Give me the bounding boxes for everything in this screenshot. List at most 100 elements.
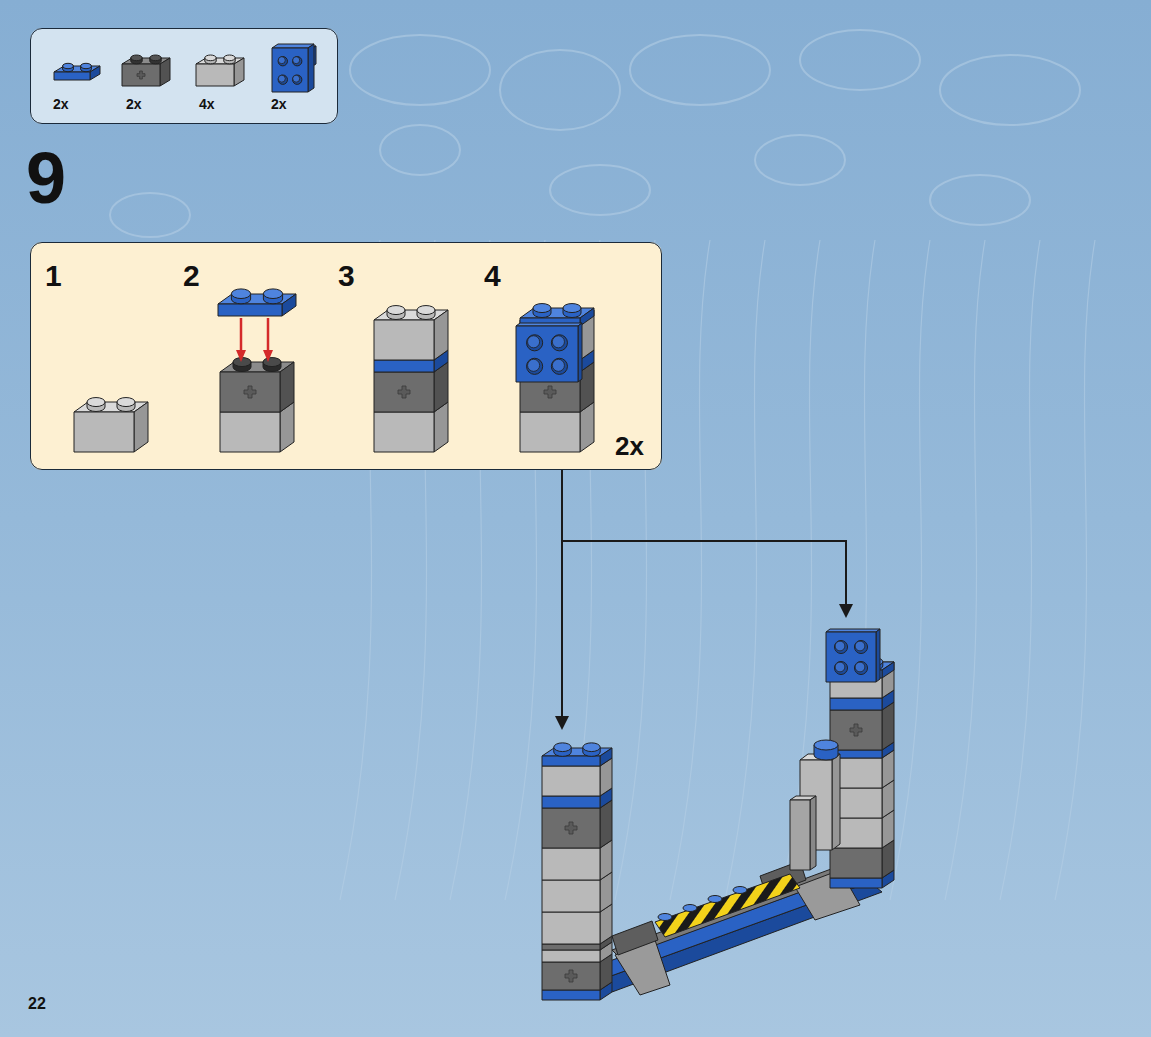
stud-top <box>533 304 551 313</box>
brick-front <box>122 64 160 86</box>
brick-front <box>196 64 234 86</box>
stud <box>278 75 287 84</box>
brick-front <box>826 632 876 682</box>
axle-hole <box>137 71 145 79</box>
stud <box>551 358 567 374</box>
parts-icons <box>54 44 316 92</box>
texture-line <box>890 240 930 900</box>
axle-hole <box>565 822 577 834</box>
stud-face <box>552 336 564 348</box>
stud <box>293 57 302 66</box>
stud-top <box>554 743 571 752</box>
brick-front <box>520 412 580 452</box>
stud-top <box>387 306 405 315</box>
brick-front <box>516 326 578 382</box>
brick-front <box>74 412 134 452</box>
brick-front <box>220 372 280 412</box>
brick-side <box>876 629 880 682</box>
page-number: 22 <box>28 996 46 1012</box>
brick-front <box>218 304 282 316</box>
substep-number: 3 <box>338 261 355 291</box>
substep-2-assembly <box>218 289 296 452</box>
final-model <box>542 629 894 1000</box>
stud <box>708 896 722 903</box>
brick-front <box>54 72 90 80</box>
multiplier: 2x <box>615 433 644 459</box>
brick-front <box>542 808 600 848</box>
part-count: 2x <box>126 97 142 111</box>
part-count: 4x <box>199 97 215 111</box>
axle-hole <box>565 970 577 982</box>
placement-arrowhead <box>839 604 853 618</box>
stud-top <box>263 358 281 367</box>
brick-side <box>282 294 296 316</box>
round-brick-top <box>814 740 838 750</box>
texture-line <box>725 240 765 900</box>
texture-line <box>780 240 820 900</box>
brick-side <box>810 796 816 870</box>
brick-side <box>578 323 582 382</box>
stud-top <box>150 55 161 61</box>
brick-front <box>830 848 882 878</box>
hazard-stripe <box>655 874 800 937</box>
brick-side <box>134 402 148 452</box>
stud-top <box>417 306 435 315</box>
stud-face <box>855 662 865 672</box>
stud-face <box>855 641 865 651</box>
brick-side <box>882 662 894 678</box>
stud-top <box>263 289 282 299</box>
texture-blob <box>350 35 490 105</box>
stud-face <box>835 662 845 672</box>
stud-face <box>528 359 540 371</box>
brick-front <box>830 698 882 710</box>
panel-fills <box>30 28 662 470</box>
assembly-arrowhead <box>263 350 273 362</box>
stud-face <box>835 641 845 651</box>
axle-hole <box>544 386 556 398</box>
brick-front <box>830 878 882 888</box>
substep-number: 4 <box>484 261 501 291</box>
stud-top <box>81 63 92 68</box>
substep-3-assembly <box>374 306 448 452</box>
texture-blob <box>550 165 650 215</box>
texture-blob <box>630 35 770 105</box>
substep-number: 1 <box>45 261 62 291</box>
brick-front <box>542 990 600 1000</box>
placement-arrowhead <box>555 716 569 730</box>
stud-top <box>131 55 142 61</box>
parts-list-box: 2x2x4x2x <box>30 28 338 124</box>
stud <box>278 57 287 66</box>
brick-side <box>832 754 840 850</box>
texture-blob <box>930 175 1030 225</box>
stud <box>527 358 543 374</box>
brick-front <box>542 912 600 944</box>
stud-top <box>87 398 105 407</box>
brick-side <box>280 362 294 412</box>
stud-face <box>278 75 285 82</box>
stud <box>527 335 543 351</box>
stud <box>293 75 302 84</box>
brick-side <box>234 58 244 86</box>
stud <box>551 335 567 351</box>
stud-top <box>63 63 74 68</box>
texture-line <box>945 240 985 900</box>
stud-face <box>528 336 540 348</box>
stud <box>855 662 868 675</box>
texture-line <box>1055 240 1095 900</box>
stud <box>683 905 697 912</box>
panel-fill <box>30 28 338 124</box>
brick-front <box>542 766 600 796</box>
texture-blob <box>940 55 1080 125</box>
brick-front <box>374 372 434 412</box>
stud-top <box>117 398 135 407</box>
subassembly-panel: 12342x <box>30 242 662 470</box>
texture-blob <box>380 125 460 175</box>
brick-side <box>600 748 612 766</box>
texture-blob <box>800 30 920 90</box>
brick-side <box>160 58 170 86</box>
brick-front <box>542 880 600 912</box>
stud-top <box>224 55 235 61</box>
